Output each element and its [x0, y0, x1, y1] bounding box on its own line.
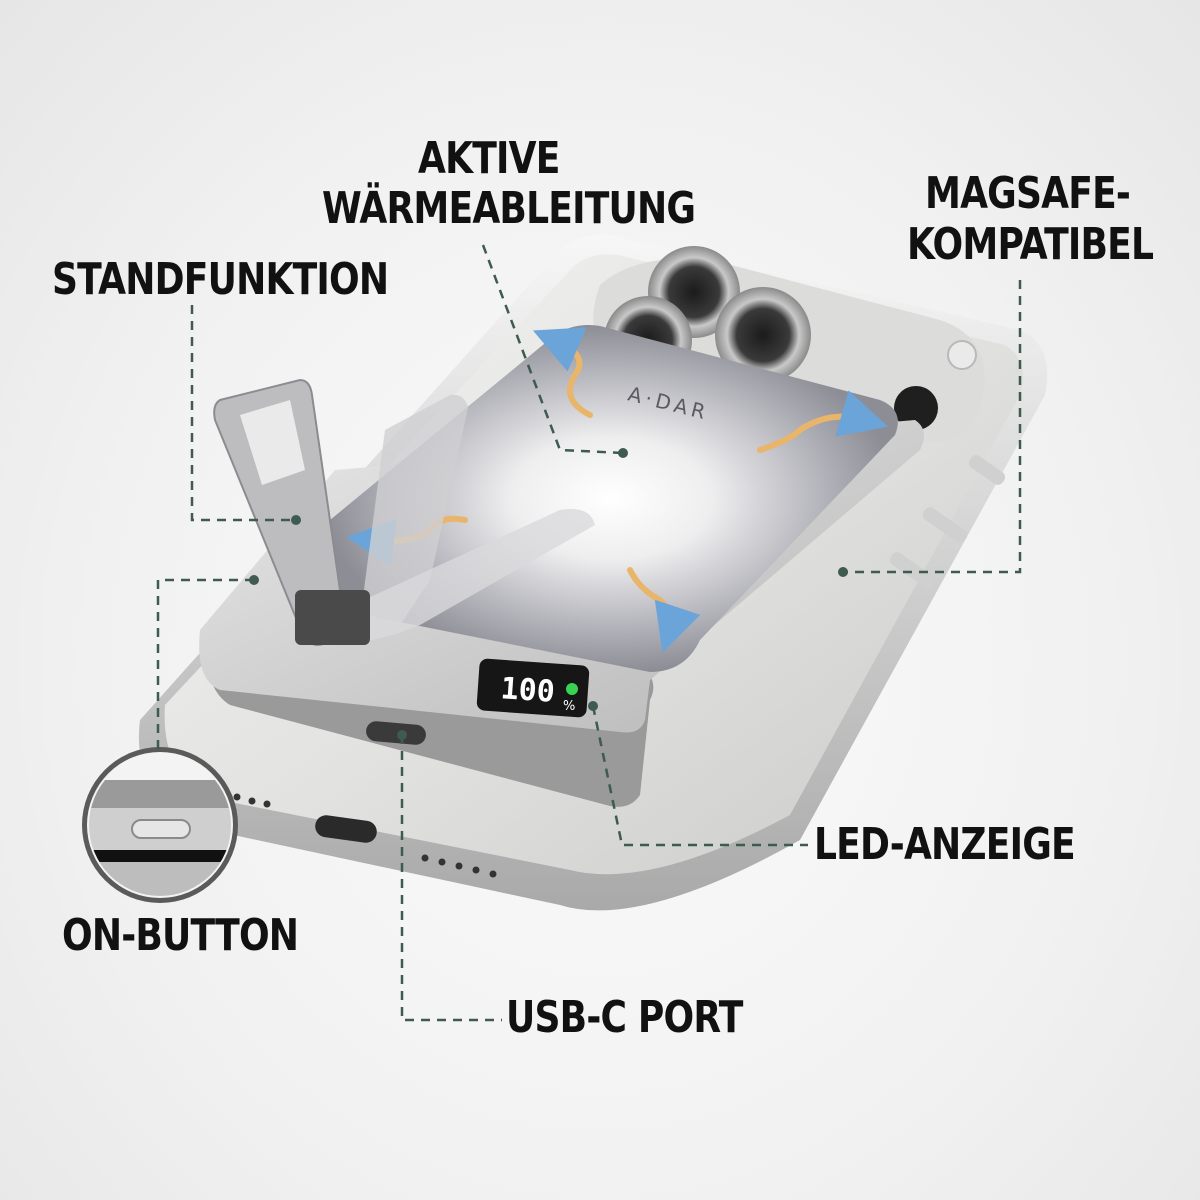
callout-magsafe-line1: MAGSAFE- — [925, 168, 1131, 219]
callout-magsafe-line2: KOMPATIBEL — [907, 219, 1154, 270]
on-button-inset — [82, 747, 238, 903]
led-display-unit: % — [563, 699, 575, 714]
callout-led: LED-ANZEIGE — [814, 819, 1076, 870]
callout-usbc: USB-C PORT — [506, 992, 743, 1043]
callout-active-heat-line1: AKTIVE — [418, 133, 560, 184]
usbc-port — [366, 721, 426, 745]
callout-stand: STANDFUNKTION — [52, 254, 389, 305]
callout-on-button: ON-BUTTON — [62, 910, 299, 961]
leader-lines — [156, 244, 1022, 1022]
charging-indicator-icon — [566, 683, 578, 695]
led-display-value: 100 — [499, 671, 555, 710]
on-button — [131, 819, 191, 839]
leader-dots — [249, 448, 848, 740]
callout-active-heat-line2: WÄRMEABLEITUNG — [322, 183, 696, 234]
led-display — [476, 658, 590, 718]
speaker-grille — [233, 793, 497, 878]
kickstand — [213, 378, 595, 646]
phone-usb-port — [315, 815, 377, 843]
